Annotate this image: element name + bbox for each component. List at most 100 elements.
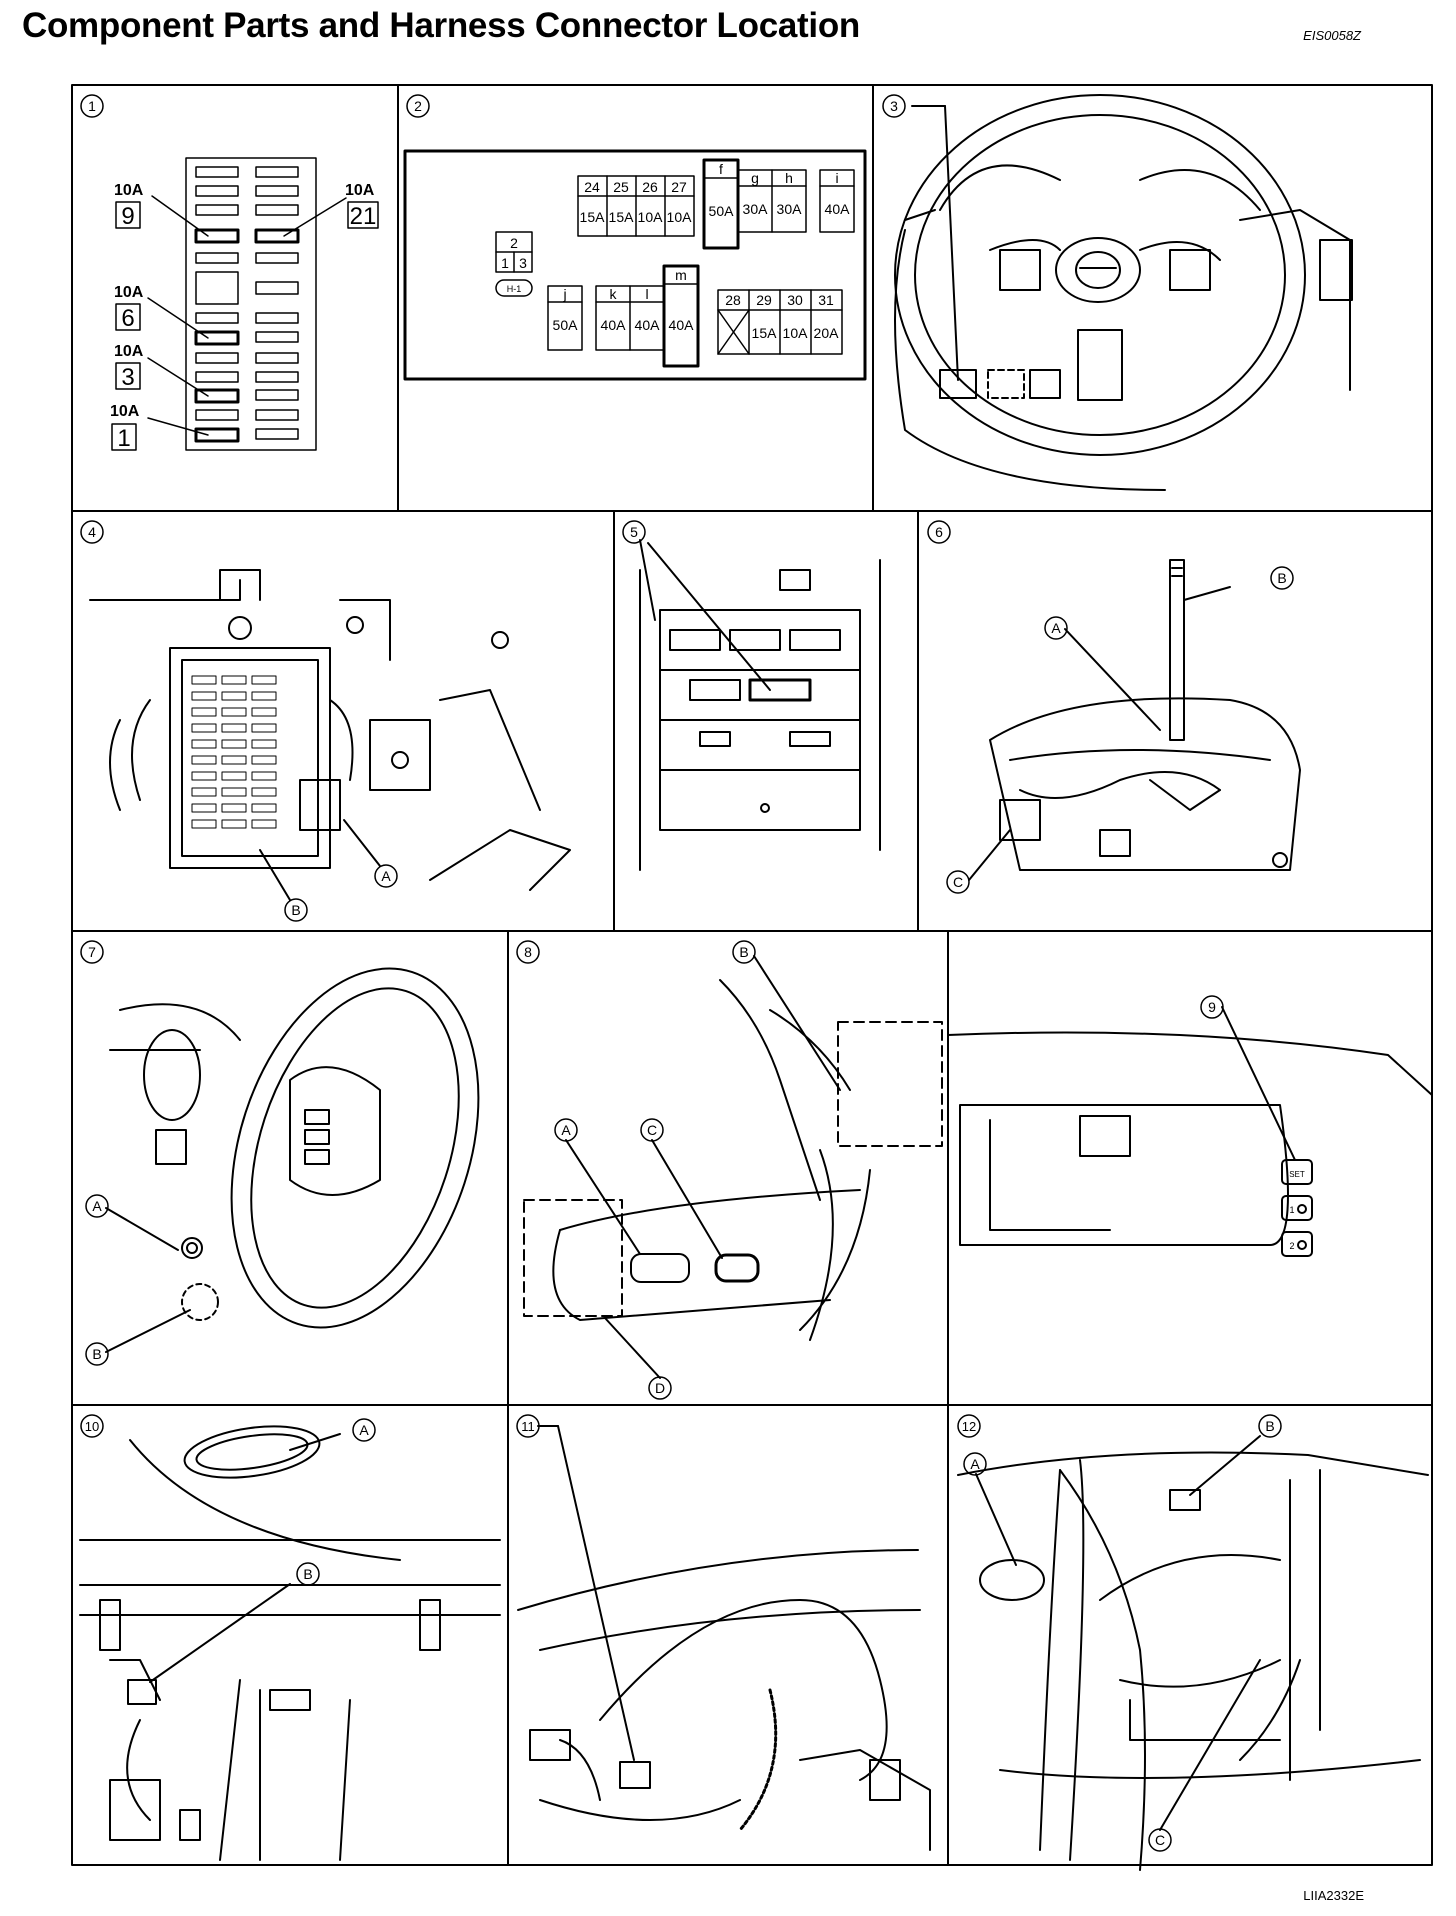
svg-text:30A: 30A <box>777 201 803 217</box>
svg-text:8: 8 <box>524 944 532 960</box>
svg-text:k: k <box>610 286 618 302</box>
svg-text:30: 30 <box>787 292 803 308</box>
fuse-k-l: k l 40A 40A <box>595 285 665 351</box>
svg-text:24: 24 <box>584 179 600 195</box>
panel-10-under-dash <box>79 1425 501 1861</box>
fuse-g-h: g h 30A 30A <box>737 169 807 233</box>
callout-6-c: C <box>946 870 970 894</box>
svg-text:30A: 30A <box>743 201 769 217</box>
panel-badge-12: 12 <box>957 1414 981 1438</box>
callout-4-a: A <box>374 864 398 888</box>
fuse-column-right <box>254 166 300 440</box>
svg-text:B: B <box>1277 570 1286 586</box>
svg-text:A: A <box>561 1122 571 1138</box>
svg-text:2: 2 <box>510 235 518 251</box>
svg-text:6: 6 <box>121 305 134 332</box>
svg-text:j: j <box>562 286 566 302</box>
svg-text:i: i <box>835 170 838 186</box>
panel-number-badges: 1 2 3 4 5 6 7 8 9 10 11 12 <box>80 94 1224 1438</box>
fuse-block-outline <box>185 157 317 451</box>
reference-code-top: EIS0058Z <box>1303 28 1361 43</box>
panel-1-fuse-block: 10A 9 10A 6 10A 3 10A 1 10A 21 <box>110 157 379 452</box>
panel-badge-9: 9 <box>1200 995 1224 1019</box>
svg-text:26: 26 <box>642 179 658 195</box>
fuse-j: j 50A <box>547 285 583 351</box>
svg-text:10A: 10A <box>114 182 144 199</box>
panel-badge-1: 1 <box>80 94 104 118</box>
svg-text:A: A <box>359 1422 369 1438</box>
callout-12-c: C <box>1148 1828 1172 1852</box>
svg-text:B: B <box>739 944 748 960</box>
svg-text:40A: 40A <box>669 317 695 333</box>
svg-text:6: 6 <box>935 524 943 540</box>
svg-text:C: C <box>647 1122 657 1138</box>
callout-6-a: A <box>1044 616 1068 640</box>
svg-text:H-1: H-1 <box>507 284 522 294</box>
fuse-column-left <box>194 166 240 443</box>
panel-8-seat-controls <box>523 955 943 1379</box>
svg-text:h: h <box>785 170 793 186</box>
svg-text:40A: 40A <box>825 201 851 217</box>
svg-text:20A: 20A <box>814 325 840 341</box>
svg-text:B: B <box>303 1566 312 1582</box>
panel-12-open-door-interior <box>957 1435 1429 1871</box>
fuse-f: f 50A <box>702 158 740 250</box>
reference-code-bottom: LIIA2332E <box>1303 1888 1364 1903</box>
callout-12-a: A <box>963 1452 987 1476</box>
callout-7-b: B <box>85 1342 109 1366</box>
svg-text:1: 1 <box>117 425 130 452</box>
svg-text:10A: 10A <box>345 182 375 199</box>
svg-text:m: m <box>675 267 687 283</box>
svg-text:50A: 50A <box>709 203 735 219</box>
panel-5-control-unit-stack <box>639 539 881 871</box>
panel-6-shift-lever-mechanism <box>968 559 1301 881</box>
panel-7-steering-wheel <box>105 967 480 1353</box>
svg-text:1: 1 <box>501 255 509 271</box>
panel-badge-10: 10 <box>80 1414 104 1438</box>
svg-text:B: B <box>291 902 300 918</box>
svg-text:29: 29 <box>756 292 772 308</box>
panel-badge-6: 6 <box>927 520 951 544</box>
svg-text:10A: 10A <box>114 284 144 301</box>
relay-h1: 2 1 3 H-1 <box>495 231 533 297</box>
svg-text:11: 11 <box>521 1419 535 1434</box>
svg-text:A: A <box>1051 620 1061 636</box>
svg-text:50A: 50A <box>553 317 579 333</box>
svg-text:31: 31 <box>818 292 834 308</box>
brand-emblem <box>1075 251 1121 289</box>
svg-text:B: B <box>1265 1418 1274 1434</box>
svg-text:B: B <box>92 1346 101 1362</box>
callout-8-c: C <box>640 1118 664 1142</box>
panel-grid <box>71 84 1433 1866</box>
panel-9-door-memory-switch: SET 1 2 <box>947 1006 1433 1257</box>
panel-11-console-area <box>517 1425 931 1851</box>
svg-text:l: l <box>645 286 648 302</box>
svg-text:SET: SET <box>1289 1170 1305 1179</box>
callout-6-b: B <box>1270 566 1294 590</box>
svg-text:C: C <box>953 874 963 890</box>
callout-12-b: B <box>1258 1414 1282 1438</box>
svg-text:4: 4 <box>88 524 96 540</box>
panel-badge-3: 3 <box>882 94 906 118</box>
svg-text:2: 2 <box>1289 1241 1294 1251</box>
panel-badge-7: 7 <box>80 940 104 964</box>
svg-text:7: 7 <box>88 944 96 960</box>
svg-text:5: 5 <box>630 524 638 540</box>
panel-badge-11: 11 <box>516 1414 540 1438</box>
panel-badge-5: 5 <box>622 520 646 544</box>
panel-badge-4: 4 <box>80 520 104 544</box>
panel-badge-2: 2 <box>406 94 430 118</box>
callout-8-b: B <box>732 940 756 964</box>
svg-text:A: A <box>92 1198 102 1214</box>
svg-text:f: f <box>719 161 723 177</box>
svg-text:2: 2 <box>414 98 422 114</box>
svg-text:40A: 40A <box>635 317 661 333</box>
svg-text:g: g <box>751 170 759 186</box>
svg-text:C: C <box>1155 1832 1165 1848</box>
svg-text:21: 21 <box>350 203 377 230</box>
svg-text:10A: 10A <box>667 209 693 225</box>
svg-text:10A: 10A <box>114 343 144 360</box>
svg-text:D: D <box>655 1380 665 1396</box>
svg-text:10: 10 <box>85 1419 99 1434</box>
callout-10-a: A <box>352 1418 376 1442</box>
